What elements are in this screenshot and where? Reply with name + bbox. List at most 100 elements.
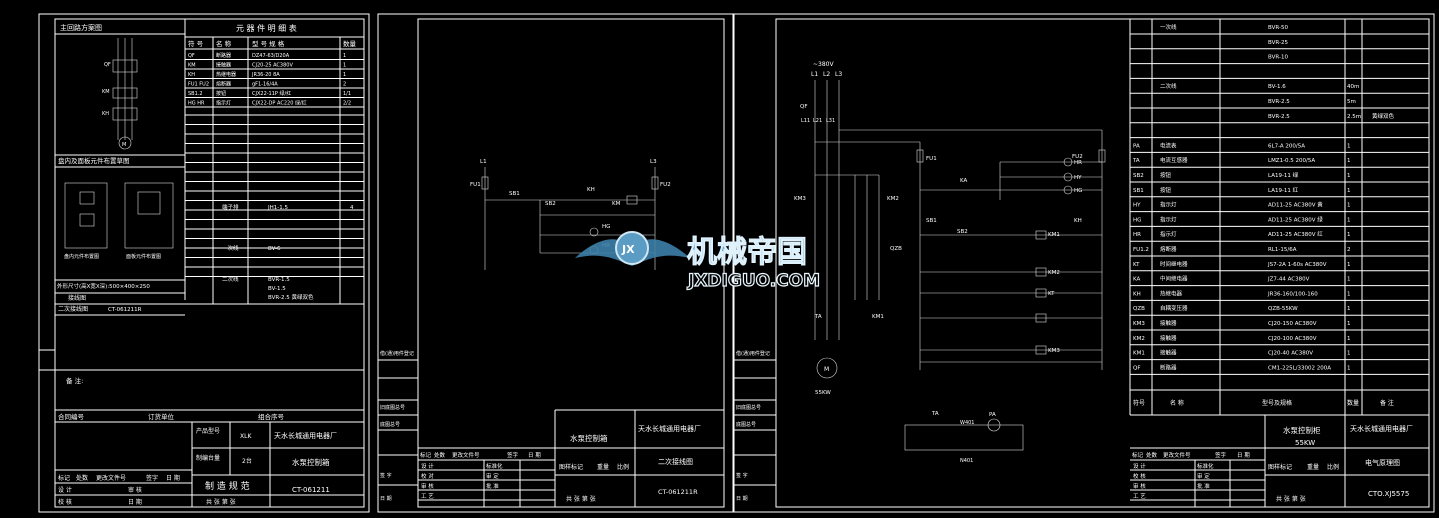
qzb-label: QZB — [890, 246, 902, 252]
km3-coil: KM3 — [1048, 348, 1060, 354]
bom-cell: PA — [1133, 143, 1140, 149]
phase-l3: L3 — [835, 71, 842, 78]
bom-cell: 二次线 — [1160, 82, 1177, 90]
sheet-borders — [38, 13, 1435, 513]
bom-cell: 1 — [1347, 336, 1351, 342]
bom-cell: BVR-2.5 — [1268, 99, 1290, 105]
w401-label: W401 — [960, 420, 975, 426]
kt-coil: KT — [1048, 291, 1055, 297]
sheet3-title-block: 水泵控制柜 55KW 天水长城通用电器厂 电气原理图 CTO.XJ5575 图样… — [1130, 415, 1429, 507]
bom-cell: CJ20-40 AC380V — [1268, 351, 1313, 357]
bom-title: 元 器 件 明 细 表 — [236, 23, 297, 33]
qty-label: 制编台量 — [196, 454, 220, 462]
svg-text:签 字: 签 字 — [736, 472, 748, 479]
secondary-code: CT-061211R — [108, 307, 142, 313]
bom-extra-spec: JH1-1.5 — [267, 205, 288, 211]
svg-text:校 核: 校 核 — [1133, 472, 1146, 480]
product-name: 水泵控制柜 — [1283, 425, 1321, 435]
km1-coil: KM1 — [1048, 232, 1060, 238]
margin-bot: 底图总号 — [736, 421, 756, 428]
bom-cell: 2.5m — [1347, 114, 1361, 120]
svg-text:比例: 比例 — [617, 463, 629, 471]
bom-cell: 黄绿双色 — [1372, 112, 1395, 120]
sheet1: 主回路方案图 QF KM KH M 盘内及面板元件布置草图 盘内元件布置图 面板… — [39, 19, 364, 507]
bom-cell: 2/2 — [343, 101, 351, 107]
ka-label: KA — [960, 178, 968, 184]
bom-cell: 熔断器 — [216, 81, 231, 88]
km-label: KM — [102, 89, 110, 95]
km2-label: KM2 — [887, 196, 899, 202]
bom-cell: 1 — [1347, 173, 1351, 179]
sheet2: 借(通)用件登记 旧底图总号 底图总号 签 字 日 期 L1 L3 FU — [378, 159, 724, 507]
margin-mid: 旧底图总号 — [736, 404, 761, 411]
title-row: 标记 — [1132, 451, 1144, 459]
bom-cell: 1 — [1347, 321, 1351, 327]
bom-cell: QZB-55KW — [1268, 306, 1298, 312]
bom-cell: JS7-2A 1-60s AC380V — [1267, 262, 1327, 268]
outline-size: 外形尺寸(高X宽X深):500×400×250 — [57, 282, 150, 290]
bom-cell: 接触器 — [216, 62, 231, 69]
product-name: 水泵控制箱 — [292, 457, 330, 467]
sb1-label: SB1 — [509, 191, 520, 197]
bom-cell: LA19-11 红 — [1268, 186, 1299, 194]
margin-mid: 旧底图总号 — [380, 404, 405, 411]
title-row: 标记 — [58, 474, 70, 482]
bom-extra-spec: BV-1.5 — [268, 286, 286, 292]
ta-label: TA — [814, 314, 822, 320]
bom-cell: KT — [1133, 262, 1140, 268]
supply-label: ~380V — [813, 61, 834, 68]
qty: 2台 — [242, 457, 252, 465]
n401-label: N401 — [960, 458, 973, 464]
bom-cell: SB1.2 — [188, 91, 203, 97]
bom-cell: BVR-2.5 — [1268, 114, 1290, 120]
qf-label: QF — [104, 62, 111, 68]
svg-text:工 艺: 工 艺 — [1133, 493, 1146, 500]
bom-header: 符 号 — [188, 39, 204, 48]
bom-header-note: 备 注 — [1380, 399, 1394, 407]
sb1-label: SB1 — [926, 218, 937, 224]
stage-label: 图样标记 — [1268, 463, 1292, 471]
bom-header-name: 名 称 — [1170, 399, 1184, 407]
bom-header-spec: 型号及规格 — [1262, 399, 1292, 407]
svg-text:日 期: 日 期 — [380, 496, 392, 502]
bom-cell: CJX22-DP AC220 绿/红 — [252, 100, 307, 107]
drawing-title: 电气原理图 — [1365, 458, 1400, 467]
bom-cell: CJ20-150 AC380V — [1268, 321, 1317, 327]
sheet2-title-block: 水泵控制箱 天水长城通用电器厂 二次接线图 CT-061211R 图样标记 重量… — [418, 409, 724, 507]
svg-text:日 期: 日 期 — [736, 496, 748, 502]
svg-text:签字: 签字 — [146, 474, 158, 482]
svg-text:批 准: 批 准 — [486, 482, 499, 490]
svg-text:更改文件号: 更改文件号 — [96, 474, 126, 482]
bom-cell: 接触器 — [1160, 334, 1177, 342]
bom-cell: 断路器 — [216, 52, 231, 59]
layout-title: 盘内及面板元件布置草图 — [58, 156, 130, 165]
bom-extra-spec: BVR-1.5 — [268, 277, 290, 283]
fu1-label: FU1 — [470, 182, 481, 188]
bom-extra-spec: BVR-2.5 黄绿双色 — [268, 293, 314, 301]
bom-cell: KM2 — [1133, 336, 1145, 342]
bom-cell: 1 — [1347, 277, 1351, 283]
margin-top: 借(通)用件登记 — [380, 350, 414, 357]
bom-cell: 1 — [1347, 365, 1351, 371]
bom-cell: 按钮 — [216, 90, 226, 97]
bom-cell: KM1 — [1133, 351, 1145, 357]
bom-cell: 热继电器 — [1160, 289, 1183, 297]
bom-cell: 1 — [1347, 158, 1351, 164]
control-circuit: FU1 FU2 KA SB1 SB2 KM1 KM2 KM3 KT KH HR … — [916, 130, 1106, 370]
bom-cell: SB2 — [1133, 173, 1144, 179]
company: 天水长城通用电器厂 — [274, 431, 337, 440]
bom-cell: BVR-10 — [1268, 55, 1288, 61]
bom-header: 名 称 — [216, 39, 232, 48]
bom-cell: 指示灯 — [1160, 230, 1177, 238]
pa-label: PA — [989, 412, 996, 418]
svg-text:重量: 重量 — [1307, 463, 1319, 471]
bom-cell: FU1 FU2 — [188, 82, 209, 88]
product-model-label: 产品型号 — [196, 427, 220, 435]
drawing-no: CT-061211 — [292, 486, 330, 494]
bom-cell: JZ7-44 AC380V — [1267, 277, 1310, 283]
svg-text:审 核: 审 核 — [128, 486, 142, 494]
km1-label: KM1 — [872, 314, 884, 320]
km-label: KM — [612, 201, 621, 207]
fu2-label: FU2 — [1072, 154, 1083, 160]
